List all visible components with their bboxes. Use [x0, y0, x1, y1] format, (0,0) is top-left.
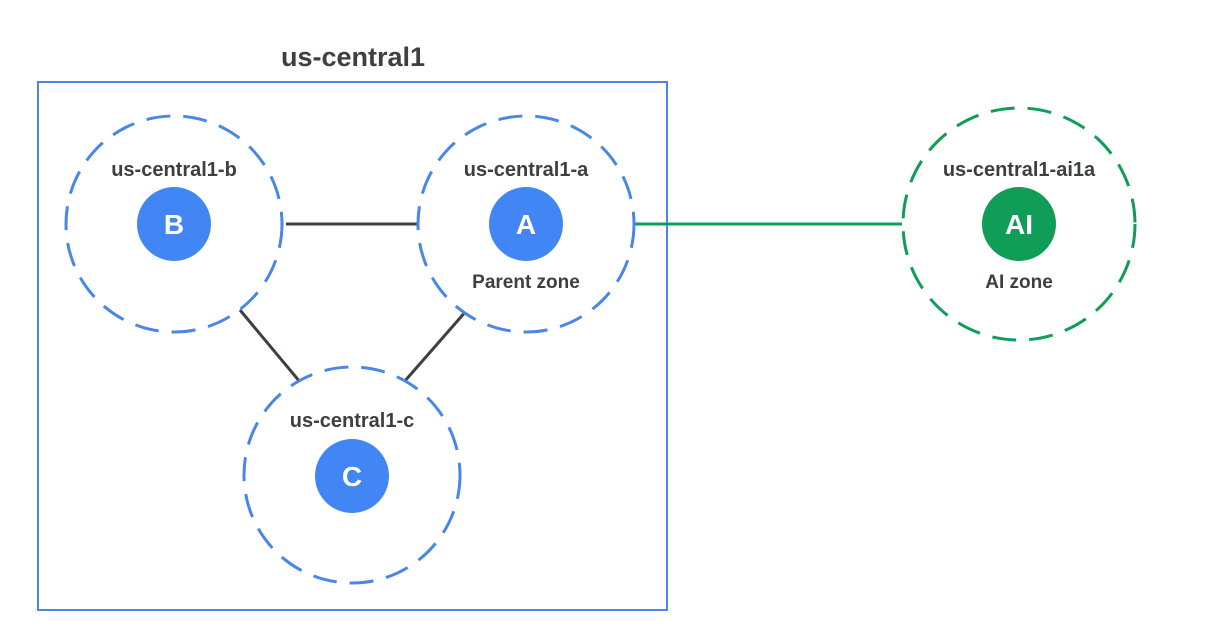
- zone-badge-icon: [315, 439, 389, 513]
- zone-badge-icon: [137, 187, 211, 261]
- zone-us-central1-c: us-central1-c C: [242, 365, 462, 585]
- zone-badge-letter: C: [342, 461, 362, 492]
- zone-badge-letter: B: [164, 209, 184, 240]
- zone-label: us-central1-a: [464, 159, 589, 181]
- zone-label: us-central1-b: [111, 159, 237, 181]
- link-a-c: [402, 309, 469, 383]
- zone-label: us-central1-ai1a: [943, 159, 1096, 181]
- zone-badge-icon: [489, 187, 563, 261]
- zone-label: us-central1-c: [290, 410, 415, 432]
- zone-us-central1-a: us-central1-a A Parent zone: [416, 114, 636, 334]
- region-title: us-central1: [281, 42, 425, 72]
- zone-badge-letter: A: [516, 209, 536, 240]
- zone-us-central1-ai1a: us-central1-ai1a AI AI zone: [901, 106, 1137, 342]
- link-b-c: [238, 309, 302, 383]
- zone-badge-letter: AI: [1005, 209, 1033, 240]
- zone-sublabel: AI zone: [985, 272, 1053, 293]
- region-box: [37, 81, 668, 611]
- zone-us-central1-b: us-central1-b B: [64, 114, 284, 334]
- zone-badge-icon: [982, 187, 1056, 261]
- zone-sublabel: Parent zone: [472, 272, 580, 293]
